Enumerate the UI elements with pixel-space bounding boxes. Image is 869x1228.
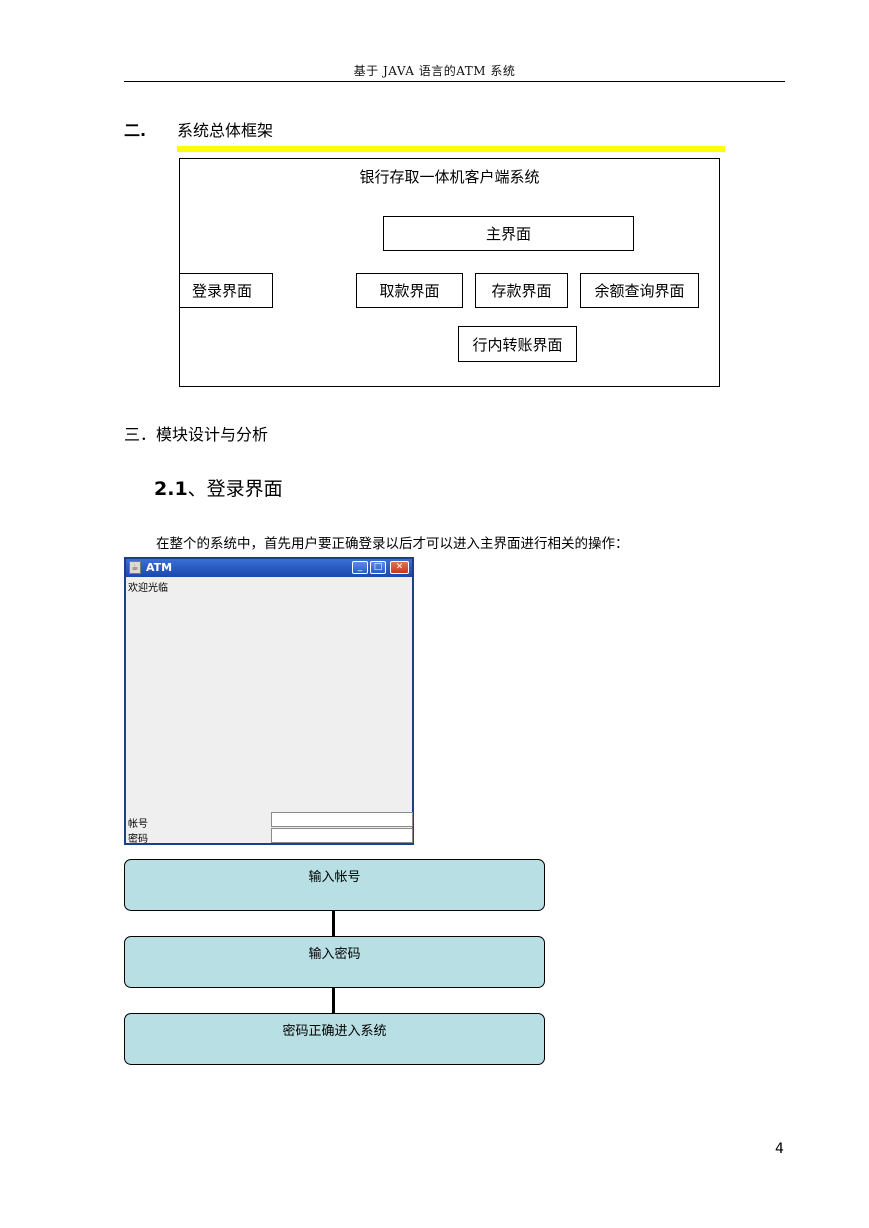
window-title: ATM	[146, 561, 173, 574]
deposit-screen-box: 存款界面	[475, 273, 568, 308]
section-title: 系统总体框架	[177, 121, 274, 140]
atm-window: ☕ ATM _ □ ✕ 欢迎光临 帐号 密码	[124, 557, 414, 845]
maximize-icon[interactable]: □	[370, 561, 386, 574]
transfer-screen-box: 行内转账界面	[458, 326, 577, 362]
flow-step-enter-system: 密码正确进入系统	[124, 1013, 545, 1065]
minimize-icon[interactable]: _	[352, 561, 368, 574]
framework-diagram	[179, 158, 720, 387]
framework-title: 银行存取一体机客户端系统	[359, 168, 540, 186]
flow-step-account: 输入帐号	[124, 859, 545, 911]
subsection-title: 、登录界面	[187, 478, 283, 500]
account-label: 帐号	[128, 819, 148, 830]
subsection-heading: 2.1、登录界面	[154, 474, 283, 501]
flow-connector	[332, 988, 335, 1013]
password-label: 密码	[128, 834, 148, 845]
welcome-label: 欢迎光临	[128, 583, 168, 594]
header-rule	[124, 81, 785, 82]
login-screen-box: 登录界面	[179, 273, 273, 308]
section-number: 二.	[124, 121, 147, 140]
running-header: 基于 JAVA 语言的ATM 系统	[353, 64, 516, 78]
withdraw-screen-box: 取款界面	[356, 273, 463, 308]
main-screen-box: 主界面	[383, 216, 634, 251]
flow-step-password: 输入密码	[124, 936, 545, 988]
window-titlebar: ☕ ATM _ □ ✕	[126, 559, 412, 577]
flow-connector	[332, 911, 335, 936]
close-icon[interactable]: ✕	[390, 561, 409, 574]
section3-title: 三．模块设计与分析	[124, 425, 269, 444]
balance-screen-box: 余额查询界面	[580, 273, 699, 308]
body-paragraph: 在整个的系统中，首先用户要正确登录以后才可以进入主界面进行相关的操作：	[156, 536, 629, 552]
account-input[interactable]	[271, 812, 413, 827]
page-number: 4	[775, 1141, 784, 1157]
password-input[interactable]	[271, 828, 413, 843]
java-cup-icon: ☕	[129, 561, 141, 574]
highlight-bar	[177, 146, 725, 152]
subsection-number: 2.1	[154, 478, 188, 500]
